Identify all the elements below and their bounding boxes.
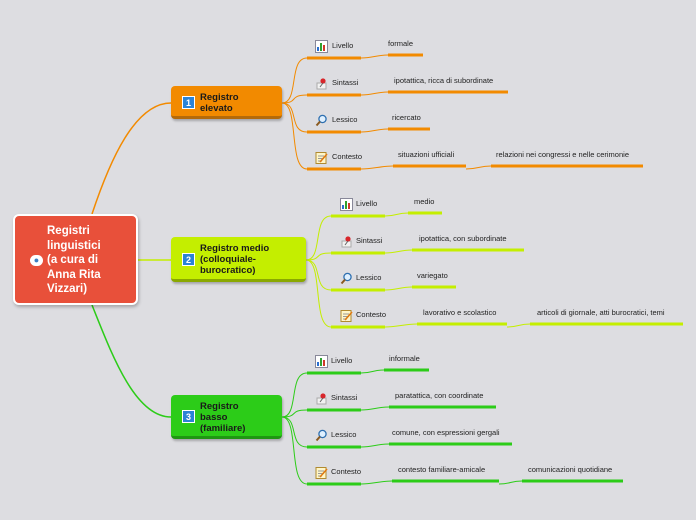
topic-connector xyxy=(305,259,332,291)
topic-contesto[interactable]: Contesto xyxy=(356,310,387,319)
leaf-connector xyxy=(498,480,523,485)
magnifier-icon xyxy=(315,429,328,442)
leaf-value[interactable]: relazioni nei congressi e nelle cerimoni… xyxy=(496,150,629,159)
leaf-value[interactable]: comunicazioni quotidiane xyxy=(528,465,613,474)
topic-connector xyxy=(281,102,308,133)
leaf-connector xyxy=(360,369,385,374)
leaf-connector xyxy=(384,323,418,328)
leaf-value[interactable]: lavorativo e scolastico xyxy=(423,308,497,317)
leaf-connector xyxy=(360,128,389,133)
number-badge: 2 xyxy=(182,253,195,266)
notepad-icon xyxy=(315,466,328,479)
topic-connector xyxy=(305,215,332,261)
leaf-value[interactable]: articoli di giornale, atti burocratici, … xyxy=(537,308,665,317)
topic-connector xyxy=(281,409,308,418)
topic-connector xyxy=(281,94,308,104)
leaf-value[interactable]: variegato xyxy=(417,271,448,280)
leaf-connector xyxy=(360,165,394,170)
leaf-connector xyxy=(360,406,390,411)
notepad-icon xyxy=(340,309,353,322)
central-topic-title: Registri linguistici (a cura di Anna Rit… xyxy=(47,225,101,295)
comment-icon: ● xyxy=(30,255,43,266)
magnifier-icon xyxy=(315,114,328,127)
topic-connector xyxy=(281,102,308,170)
branch-registro-medio[interactable]: 2 Registro medio (colloquiale- burocrati… xyxy=(171,237,306,282)
leaf-connector xyxy=(360,480,393,485)
topic-connector xyxy=(281,416,308,448)
bar-chart-icon xyxy=(315,355,328,368)
leaf-value[interactable]: ipotattica, ricca di subordinate xyxy=(394,76,494,85)
leaf-connector xyxy=(384,212,409,217)
leaf-value[interactable]: formale xyxy=(388,39,414,48)
pushpin-icon xyxy=(315,392,328,405)
number-badge: 1 xyxy=(182,96,195,109)
number-badge: 3 xyxy=(182,410,195,423)
topic-contesto[interactable]: Contesto xyxy=(331,467,362,476)
topic-contesto[interactable]: Contesto xyxy=(332,152,363,161)
bar-chart-icon xyxy=(340,198,353,211)
leaf-value[interactable]: situazioni ufficiali xyxy=(398,150,455,159)
leaf-connector xyxy=(506,323,531,328)
topic-livello[interactable]: Livello xyxy=(331,356,353,365)
topic-sintassi[interactable]: Sintassi xyxy=(356,236,383,245)
leaf-connector xyxy=(360,91,389,96)
topic-lessico[interactable]: Lessico xyxy=(356,273,382,282)
branch-label: Registro elevato xyxy=(200,92,239,114)
topic-livello[interactable]: Livello xyxy=(332,41,354,50)
topic-connector xyxy=(281,57,308,104)
central-topic[interactable]: ● Registri linguistici (a cura di Anna R… xyxy=(13,214,138,305)
leaf-value[interactable]: paratattica, con coordinate xyxy=(395,391,484,400)
leaf-value[interactable]: informale xyxy=(389,354,420,363)
leaf-connector xyxy=(465,165,492,170)
leaf-value[interactable]: ipotattica, con subordinate xyxy=(419,234,507,243)
leaf-connector xyxy=(360,54,389,59)
leaf-value[interactable]: medio xyxy=(414,197,435,206)
branch-label: Registro medio (colloquiale- burocratico… xyxy=(200,243,270,276)
topic-livello[interactable]: Livello xyxy=(356,199,378,208)
leaf-connector xyxy=(384,249,413,254)
branch-registro-basso[interactable]: 3 Registro basso (familiare) xyxy=(171,395,282,439)
topic-connector xyxy=(305,259,332,328)
topic-lessico[interactable]: Lessico xyxy=(331,430,357,439)
topic-connector xyxy=(305,252,332,261)
bar-chart-icon xyxy=(315,40,328,53)
branch-registro-elevato[interactable]: 1 Registro elevato xyxy=(171,86,282,119)
topic-sintassi[interactable]: Sintassi xyxy=(331,393,358,402)
pushpin-icon xyxy=(340,235,353,248)
leaf-value[interactable]: comune, con espressioni gergali xyxy=(392,428,500,437)
notepad-icon xyxy=(315,151,328,164)
topic-connector xyxy=(281,416,308,485)
leaf-value[interactable]: ricercato xyxy=(392,113,421,122)
magnifier-icon xyxy=(340,272,353,285)
topic-sintassi[interactable]: Sintassi xyxy=(332,78,359,87)
leaf-connector xyxy=(384,286,413,291)
topic-connector xyxy=(281,372,308,418)
pushpin-icon xyxy=(315,77,328,90)
leaf-connector xyxy=(360,443,390,448)
topic-lessico[interactable]: Lessico xyxy=(332,115,358,124)
branch-label: Registro basso (familiare) xyxy=(200,401,246,434)
leaf-value[interactable]: contesto familiare-amicale xyxy=(398,465,486,474)
